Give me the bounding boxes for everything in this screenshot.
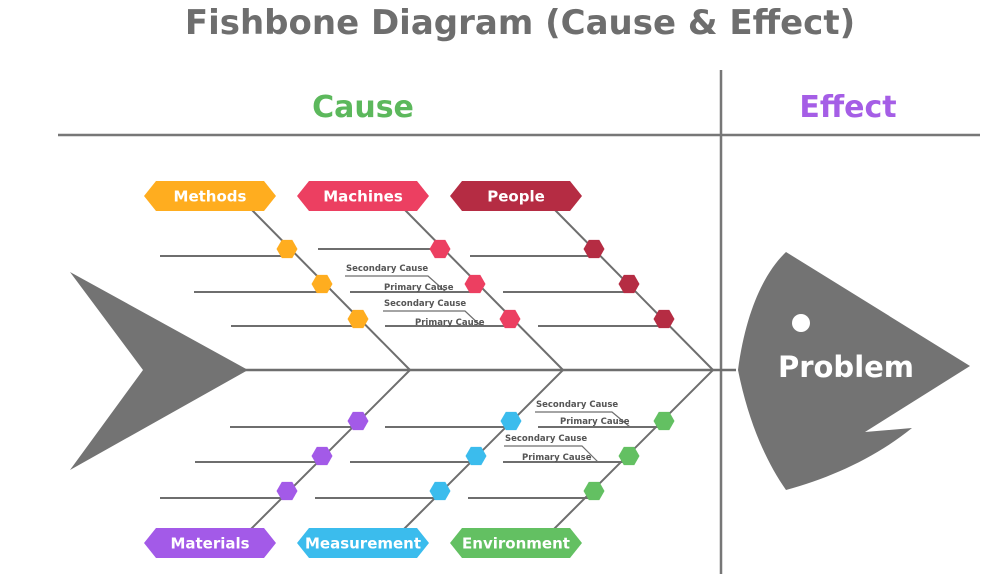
people-cause-node [583, 239, 605, 259]
machines-cause-node [464, 274, 486, 294]
problem-label: Problem [778, 350, 914, 384]
category-label: Measurement [305, 535, 421, 553]
annotation-label: Primary Cause [522, 453, 592, 463]
machines-bone [404, 209, 564, 371]
annotation-label: Primary Cause [415, 318, 485, 328]
methods-cause-node [276, 239, 298, 259]
methods-cause-node [347, 309, 369, 329]
materials-cause-node [347, 411, 369, 431]
category-tag-shape [450, 528, 582, 558]
annotation-leader [535, 411, 631, 428]
annotation-label: Secondary Cause [384, 299, 466, 309]
category-tag-shape [297, 528, 429, 558]
category-label: People [487, 188, 545, 206]
category-tag-shape [450, 181, 582, 211]
annotation-leader [383, 310, 482, 327]
annotation-label: Secondary Cause [346, 264, 428, 274]
category-tag-shape [144, 528, 276, 558]
measurement-cause-node [465, 446, 487, 466]
people-cause-node [653, 309, 675, 329]
people-cause-node [618, 274, 640, 294]
materials-cause-node [276, 481, 298, 501]
category-tag-shape [144, 181, 276, 211]
effect-header: Effect [799, 90, 896, 125]
annotation-label: Primary Cause [384, 283, 454, 293]
category-tag-machines: Machines [297, 181, 429, 211]
measurement-cause-node [429, 481, 451, 501]
cause-header: Cause [312, 90, 414, 125]
environment-cause-node [618, 446, 640, 466]
measurement-cause-node [500, 411, 522, 431]
materials-cause-node [311, 446, 333, 466]
machines-cause-node [499, 309, 521, 329]
category-label: Machines [323, 188, 403, 206]
category-tag-materials: Materials [144, 528, 276, 558]
annotation-label: Primary Cause [560, 417, 630, 427]
category-label: Materials [170, 535, 249, 553]
methods-bone [251, 209, 411, 371]
environment-cause-node [583, 481, 605, 501]
cause-nodes [276, 239, 675, 501]
methods-cause-node [311, 274, 333, 294]
annotation-label: Secondary Cause [536, 400, 618, 410]
category-tag-measurement: Measurement [297, 528, 429, 558]
category-label: Methods [174, 188, 247, 206]
environment-cause-node [653, 411, 675, 431]
annotation-leader [345, 275, 447, 293]
category-label: Environment [462, 535, 570, 553]
category-tag-people: People [450, 181, 582, 211]
annotation-label: Secondary Cause [505, 434, 587, 444]
category-tag-shape [297, 181, 429, 211]
diagram-title: Fishbone Diagram (Cause & Effect) [185, 3, 855, 43]
fish-tail [70, 272, 248, 470]
fish-eye [792, 314, 810, 332]
annotation-leader [504, 445, 599, 463]
materials-bone [249, 369, 411, 531]
category-tag-environment: Environment [450, 528, 582, 558]
category-tag-methods: Methods [144, 181, 276, 211]
machines-cause-node [429, 239, 451, 259]
fish-head [738, 252, 970, 490]
